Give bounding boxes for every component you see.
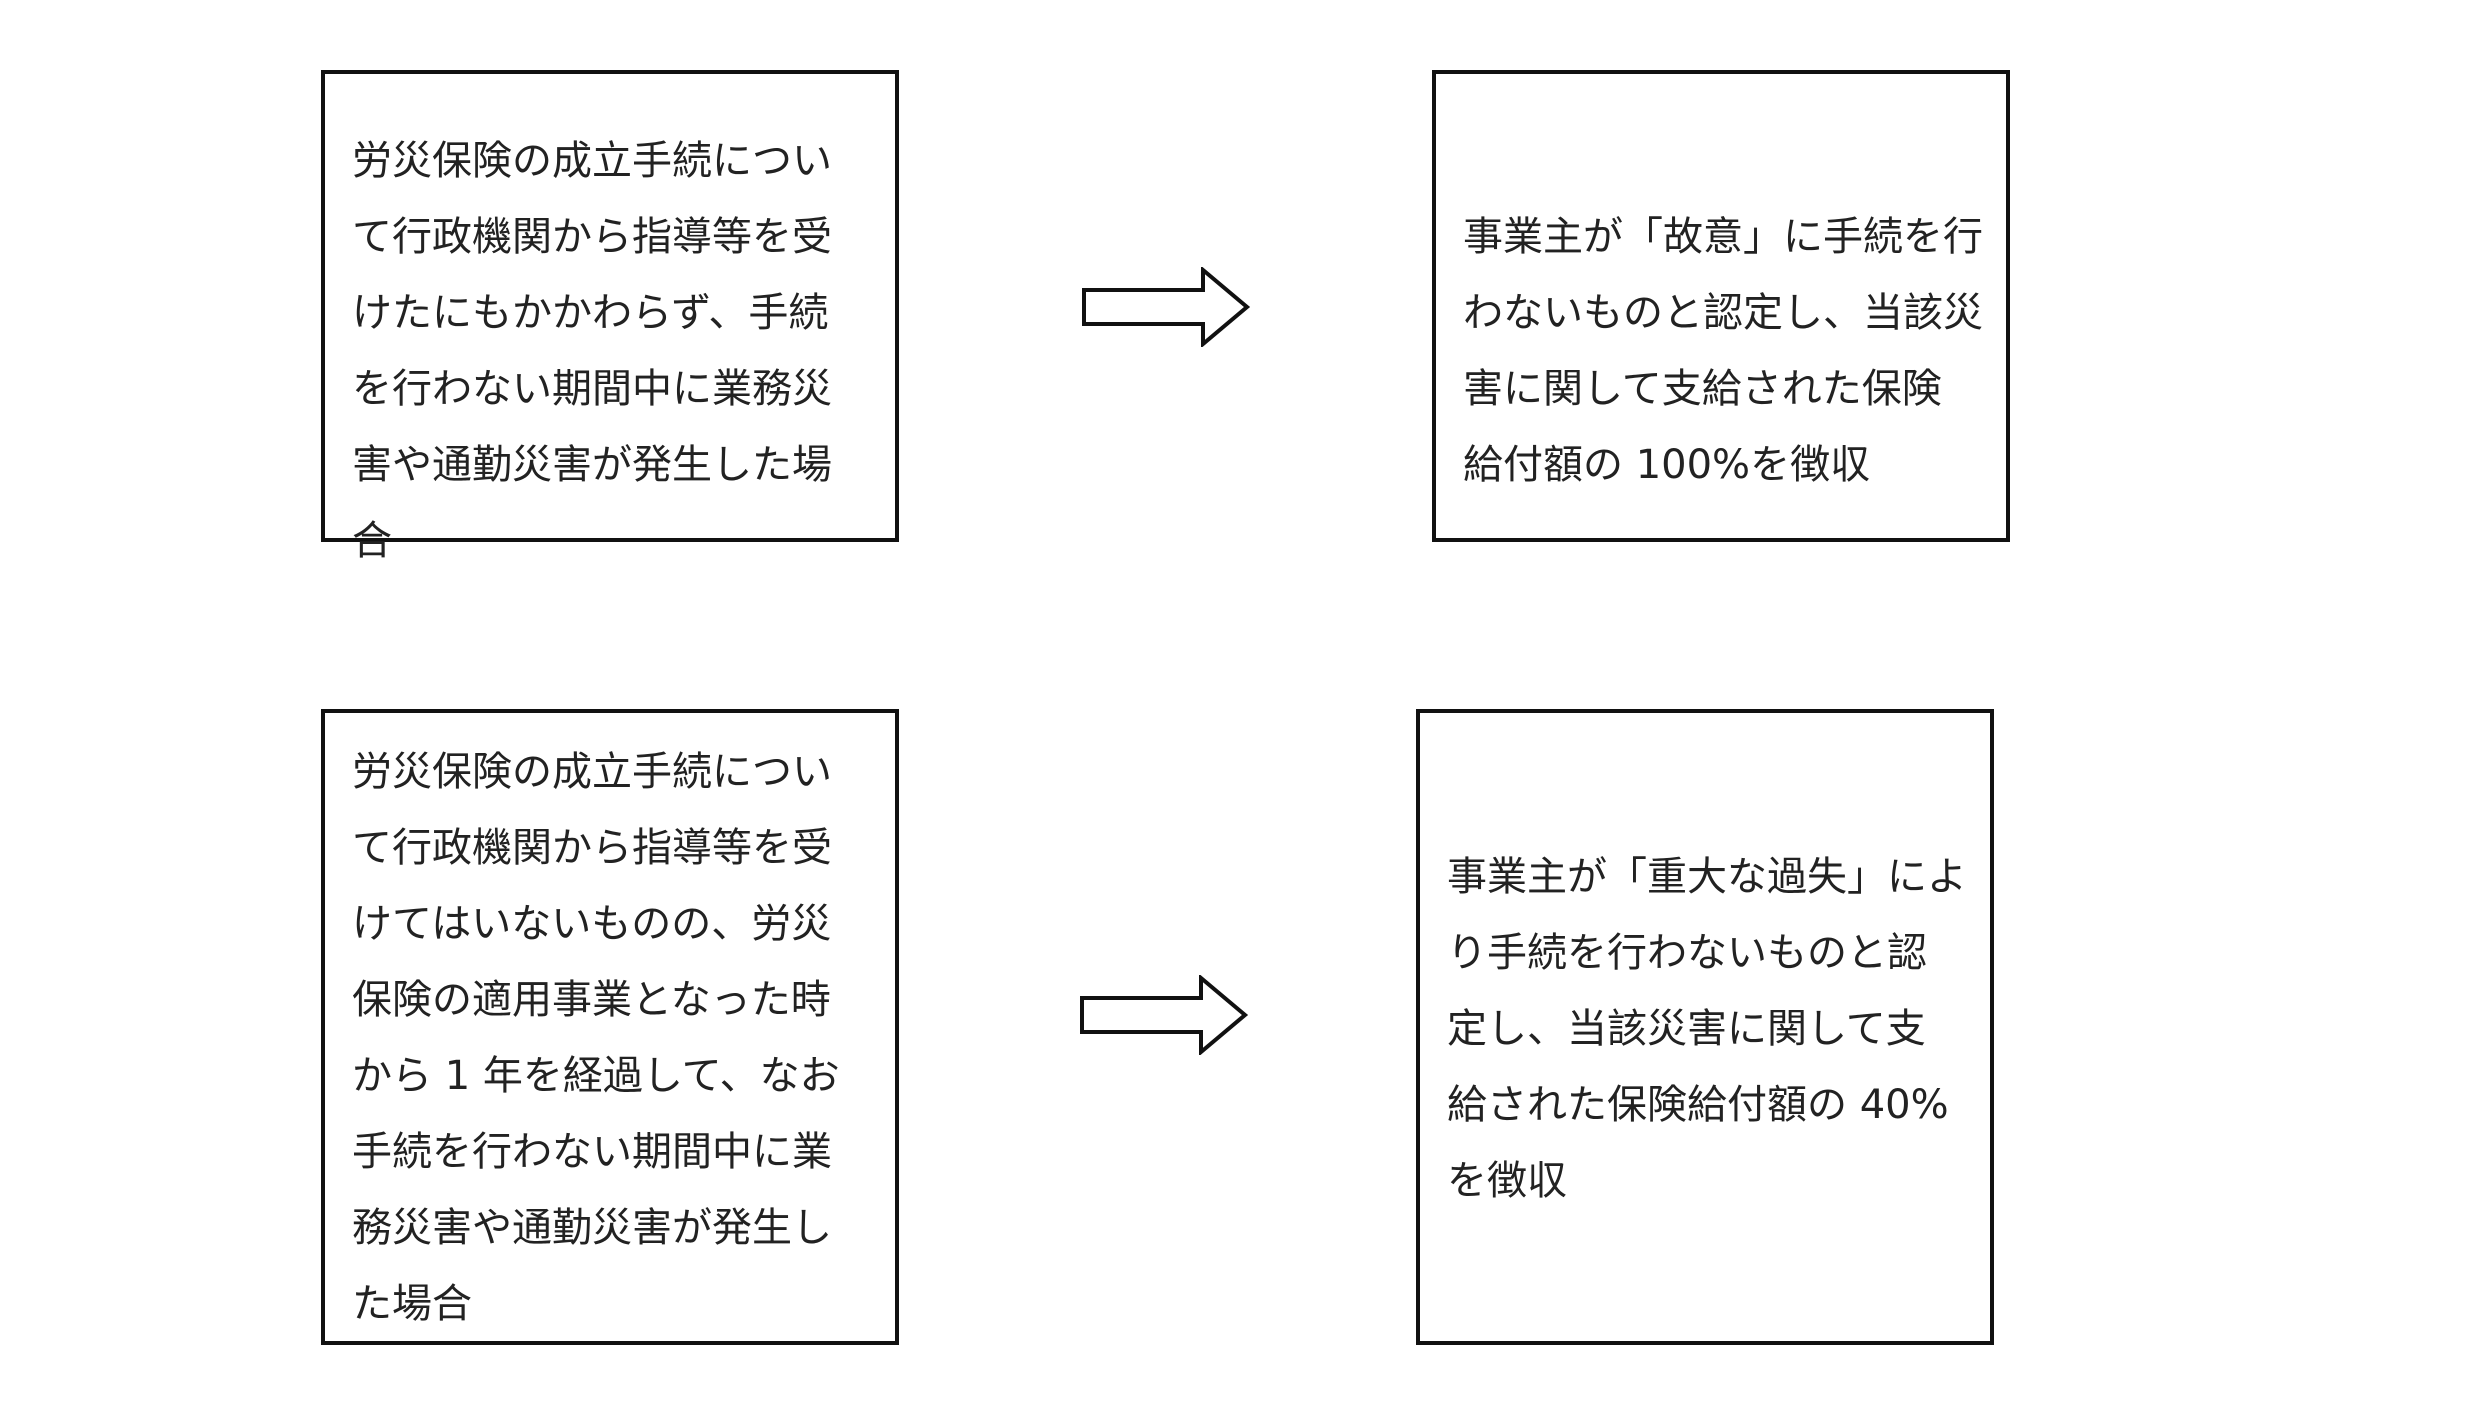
- right-arrow-icon: [1080, 975, 1249, 1055]
- right-arrow-icon: [1082, 267, 1251, 347]
- condition-text-willful: 労災保険の成立手続につい て行政機関から指導等を受 けたにもかかわらず、手続 を…: [352, 138, 832, 564]
- result-box-gross-negligence: 事業主が「重大な過失」によ り手続を行わないものと認 定し、当該災害に関して支 …: [1416, 709, 1994, 1345]
- condition-box-gross-negligence: 労災保険の成立手続につい て行政機関から指導等を受 けてはいないものの、労災 保…: [321, 709, 899, 1345]
- result-text-gross-negligence: 事業主が「重大な過失」によ り手続を行わないものと認 定し、当該災害に関して支 …: [1447, 854, 1967, 1204]
- result-box-willful: 事業主が「故意」に手続を行 わないものと認定し、当該災 害に関して支給された保険…: [1432, 70, 2010, 542]
- result-text-willful: 事業主が「故意」に手続を行 わないものと認定し、当該災 害に関して支給された保険…: [1463, 214, 1983, 488]
- condition-box-willful: 労災保険の成立手続につい て行政機関から指導等を受 けたにもかかわらず、手続 を…: [321, 70, 899, 564]
- condition-text-gross-negligence: 労災保険の成立手続につい て行政機関から指導等を受 けてはいないものの、労災 保…: [352, 749, 840, 1327]
